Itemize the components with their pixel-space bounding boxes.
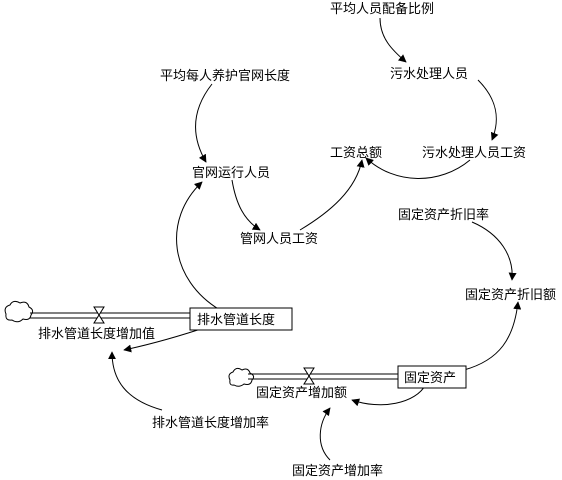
link-sewage-wage-to-total [365,157,471,179]
link-network-wage-to-total [299,159,365,231]
label-drain-pipe-length: 排水管道长度 [197,312,275,328]
label-avg-staff-ratio: 平均人员配备比例 [330,1,434,17]
link-fixed-assets-to-dep [463,301,522,371]
label-sewage-staff: 污水处理人员 [390,67,468,82]
label-network-ops-staff: 官网运行人员 [192,165,270,181]
link-dep-rate-to-dep [471,221,517,281]
flow-valve-drain [93,306,105,324]
link-fixed-assets-to-increase [351,383,427,407]
link-sewage-staff-to-wage [477,79,499,141]
label-fixed-asset-rate: 固定资产增加率 [292,463,383,479]
link-pipe-length-to-ops-staff [176,181,221,311]
label-fixed-asset-dep: 固定资产折旧额 [465,288,556,303]
link-fixed-rate-to-increase [319,407,331,461]
label-network-staff-wage: 管网人员工资 [240,232,318,247]
label-total-wage: 工资总额 [330,146,382,161]
link-ratio-to-sewage-staff [379,17,407,63]
label-fixed-asset-increase: 固定资产增加额 [256,386,347,401]
label-fixed-asset-dep-rate: 固定资产折旧率 [398,207,489,223]
cloud-icon [228,367,255,387]
label-sewage-staff-wage: 污水处理人员工资 [422,146,526,161]
stock-box-drain-pipe-length [189,307,293,331]
flow-valve-assets [303,367,315,385]
label-avg-maintain-length: 平均每人养护官网长度 [160,68,290,84]
link-drain-rate-to-increase [108,351,163,411]
label-drain-length-rate: 排水管道长度增加率 [152,415,269,431]
stock-box-fixed-assets [397,365,467,389]
label-drain-length-increase: 排水管道长度增加值 [38,326,155,342]
link-maintain-length-to-ops-staff [195,83,213,163]
cloud-icon [4,300,34,323]
label-fixed-assets: 固定资产 [404,371,456,386]
link-ops-staff-to-network-wage [231,179,261,231]
